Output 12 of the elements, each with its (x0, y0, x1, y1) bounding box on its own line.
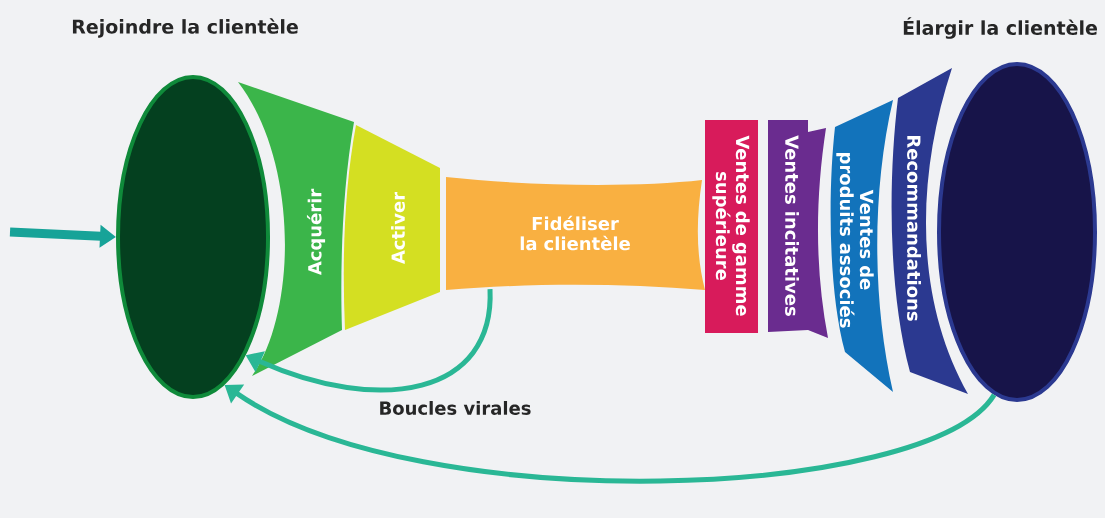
funnel-segment: Activer (343, 125, 440, 330)
heading: Élargir la clientèle (903, 17, 1097, 39)
funnel-opening (116, 75, 270, 399)
heading: Rejoindre la clientèle (72, 18, 298, 38)
funnel-segment: Ventes incitatives (768, 120, 828, 338)
funnel-segment: Ventes de produits associés (830, 100, 893, 392)
funnel-segment: Fidéliser la clientèle (446, 177, 705, 290)
funnel-segment: Recommandations (891, 68, 968, 394)
funnel-segment: Ventes de gamme supérieure (705, 120, 758, 333)
funnel-segment: Acquérir (238, 82, 354, 376)
funnel-opening (937, 62, 1097, 402)
edge-label: Boucles virales (380, 401, 531, 415)
